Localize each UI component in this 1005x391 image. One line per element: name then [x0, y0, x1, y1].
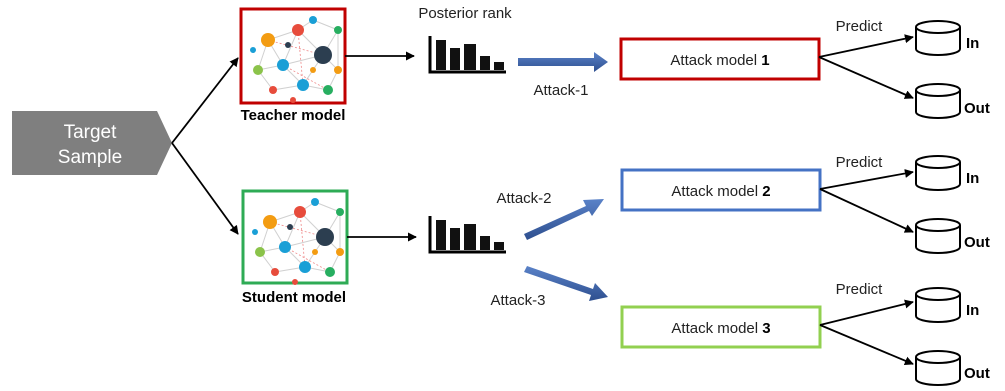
attack-model-1-box: Attack model 1: [619, 37, 821, 81]
teacher-model-label: Teacher model: [241, 107, 346, 124]
attack-3-arrow: [524, 266, 608, 301]
student-posterior-chart-icon: [428, 214, 508, 254]
svg-text:Attack model 3: Attack model 3: [671, 320, 770, 337]
svg-text:Attack model 2: Attack model 2: [671, 183, 770, 200]
target-sample-node: Target Sample: [12, 111, 172, 175]
target-to-teacher-arrow: [171, 57, 239, 144]
model-3-in-arrow: [819, 299, 914, 326]
attack-model-1-number: 1: [761, 52, 769, 69]
target-sample-line1: Target: [64, 122, 118, 143]
in-label-1: In: [966, 35, 979, 52]
out-database-icon-1: [915, 83, 961, 119]
predict-label-3: Predict: [836, 281, 884, 298]
attack-model-2-number: 2: [762, 183, 770, 200]
in-database-icon-1: [915, 20, 961, 56]
target-to-student-arrow: [171, 142, 239, 235]
model-1-in-arrow: [818, 34, 914, 58]
attack-model-1-text: Attack model: [670, 52, 761, 69]
model-3-out-arrow: [819, 324, 914, 366]
student-model-box: [241, 189, 349, 286]
predict-label-1: Predict: [836, 18, 884, 35]
attack-model-3-number: 3: [762, 320, 770, 337]
in-database-icon-3: [915, 287, 961, 323]
svg-text:Attack model 1: Attack model 1: [670, 52, 769, 69]
out-label-1: Out: [964, 100, 990, 117]
model-2-out-arrow: [819, 188, 914, 233]
teacher-model-box: [239, 7, 347, 105]
attack-1-label: Attack-1: [533, 82, 588, 99]
out-label-2: Out: [964, 234, 990, 251]
out-label-3: Out: [964, 365, 990, 382]
in-label-2: In: [966, 170, 979, 187]
attack-model-2-box: Attack model 2: [620, 168, 822, 212]
attack-2-label: Attack-2: [496, 190, 551, 207]
predict-label-2: Predict: [836, 154, 884, 171]
out-database-icon-3: [915, 350, 961, 386]
attack-1-arrow: [518, 52, 608, 72]
teacher-posterior-chart-icon: [428, 34, 508, 74]
in-database-icon-2: [915, 155, 961, 191]
in-label-3: In: [966, 302, 979, 319]
attack-model-2-text: Attack model: [671, 183, 762, 200]
target-sample-line2: Sample: [58, 147, 122, 168]
out-database-icon-2: [915, 218, 961, 254]
posterior-rank-label: Posterior rank: [418, 5, 512, 22]
model-1-out-arrow: [818, 56, 914, 99]
attack-3-label: Attack-3: [490, 292, 545, 309]
model-2-in-arrow: [819, 169, 914, 190]
attack-model-3-text: Attack model: [671, 320, 762, 337]
student-model-label: Student model: [242, 289, 346, 306]
attack-model-3-box: Attack model 3: [620, 305, 822, 349]
attack-2-arrow: [524, 199, 604, 240]
